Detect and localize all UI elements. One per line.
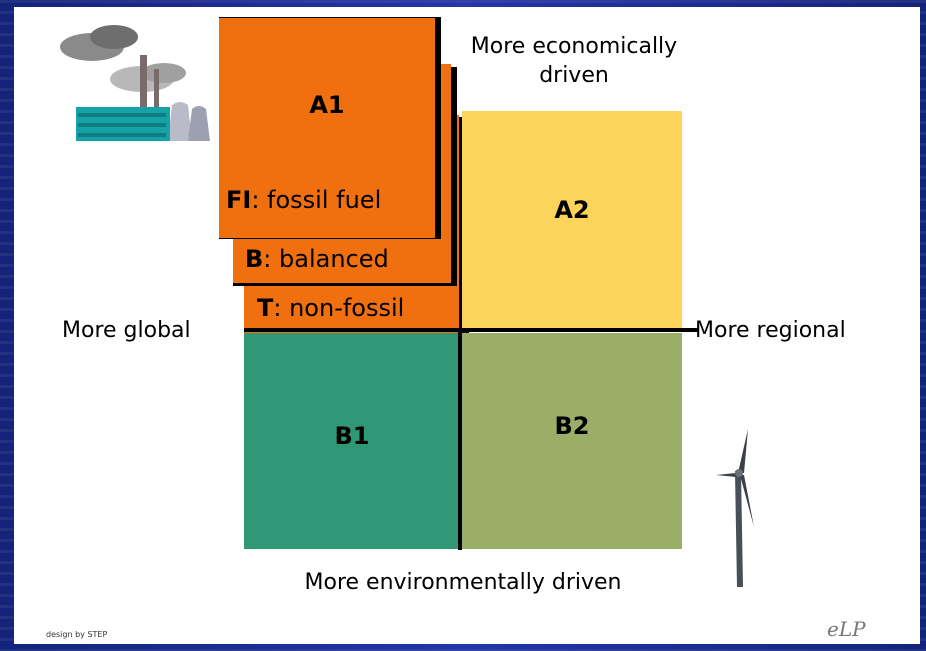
scenario-text: : balanced [263,245,389,273]
scenario-non-fossil: T: non-fossil [257,294,404,322]
a1-card-fossil [219,18,435,238]
axis-label-top: More economically driven [470,34,678,88]
axis-label-right: More regional [695,318,846,343]
axis-line-right-extension [682,328,698,332]
horizontal-axis-line [244,328,682,332]
quadrant-b1: B1 [244,333,460,549]
slide: More economically driven B1 B2 A2 A1 FI:… [14,7,920,644]
power-plant-icon [60,25,210,141]
scenario-fossil-fuel: FI: fossil fuel [226,186,381,214]
vertical-axis-line [458,329,462,550]
credit-text: design by STEP [46,630,108,639]
wind-turbine-icon [716,429,754,587]
scenario-text: : fossil fuel [251,186,382,214]
logo-text: eLP [827,617,866,641]
quadrant-a2-label: A2 [554,196,590,224]
scenario-code: B [245,245,264,273]
quadrant-a2: A2 [462,111,682,329]
scenario-code: T [257,294,274,322]
axis-label-bottom: More environmentally driven [304,570,622,595]
scenario-balanced: B: balanced [245,245,389,273]
scenario-code: FI [226,186,252,214]
quadrant-b2: B2 [462,333,682,549]
quadrant-b1-label: B1 [334,422,370,450]
axis-label-left: More global [62,318,191,343]
scenario-text: : non-fossil [273,294,405,322]
quadrant-a1-label: A1 [309,91,345,119]
elp-logo: eLP [827,617,866,641]
quadrant-b2-label: B2 [554,412,590,440]
